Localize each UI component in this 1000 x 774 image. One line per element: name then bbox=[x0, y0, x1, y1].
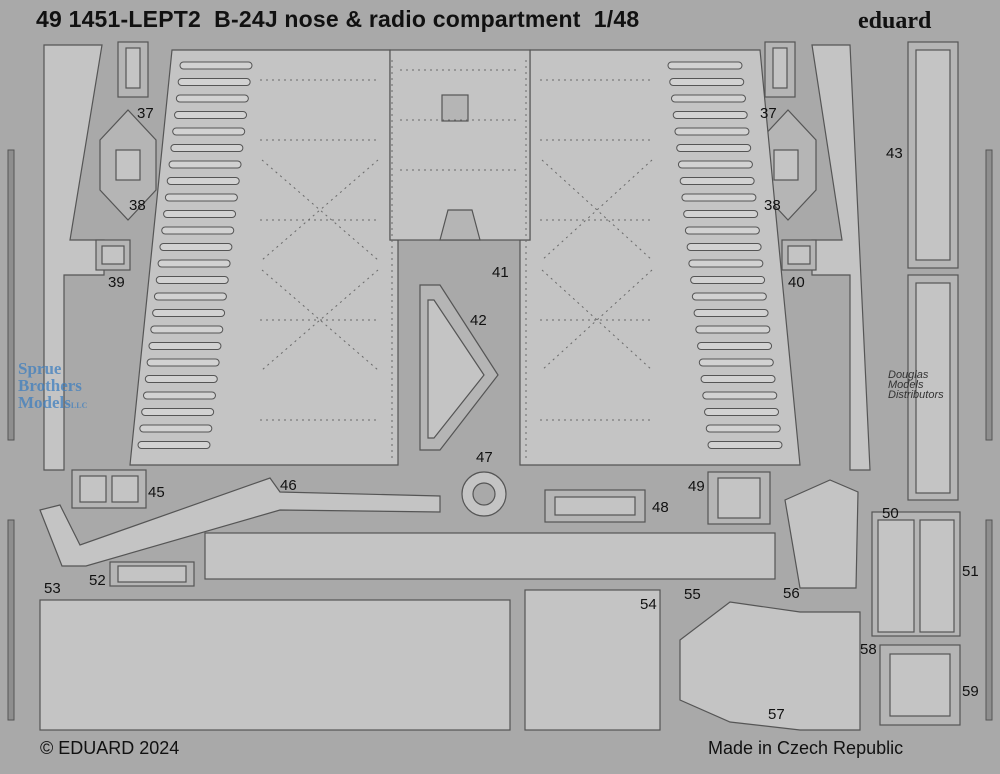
rib-slot bbox=[697, 342, 773, 350]
watermark-left: Sprue Brothers ModelsLLC bbox=[18, 360, 87, 414]
watermark-right: Douglas Models Distributors bbox=[888, 369, 944, 401]
part-label: 54 bbox=[640, 596, 657, 613]
rib-slot bbox=[163, 210, 237, 218]
rib-slot bbox=[681, 193, 757, 202]
watermark-line: ModelsLLC bbox=[18, 393, 88, 412]
watermark-line: Models bbox=[888, 379, 924, 391]
product-scale: 1/48 bbox=[593, 6, 640, 32]
rib-slot bbox=[174, 111, 248, 119]
rib-slot bbox=[704, 408, 780, 416]
rib-slot bbox=[667, 61, 743, 70]
frame-rails bbox=[7, 149, 993, 721]
rib-slot bbox=[175, 94, 249, 103]
copyright-text: © EDUARD 2024 bbox=[40, 738, 180, 758]
watermark-line: Douglas bbox=[888, 369, 929, 381]
watermark-line: Brothers bbox=[18, 376, 82, 395]
part-label: 51 bbox=[962, 563, 979, 580]
part-label: 43 bbox=[886, 145, 903, 162]
rib-slot bbox=[705, 424, 781, 433]
part-label: 52 bbox=[89, 572, 106, 589]
rib-slot bbox=[141, 408, 215, 416]
part-label: 40 bbox=[788, 274, 805, 291]
right-side-parts bbox=[759, 41, 959, 501]
rib-slot bbox=[137, 441, 211, 449]
rib-slot bbox=[690, 276, 766, 284]
rib-slot bbox=[139, 424, 213, 433]
part-label: 37 bbox=[760, 105, 777, 122]
rib-slot bbox=[172, 127, 246, 136]
part-label: 50 bbox=[882, 505, 899, 522]
rib-slot bbox=[688, 259, 764, 268]
rib-slot bbox=[679, 177, 755, 185]
part-label: 56 bbox=[783, 585, 800, 602]
part-label: 59 bbox=[962, 683, 979, 700]
rib-slot bbox=[179, 61, 253, 70]
part-label: 49 bbox=[688, 478, 705, 495]
rib-slot bbox=[161, 226, 235, 235]
brand-logo: eduard bbox=[858, 8, 932, 34]
header: 49 1451-LEPT2 B-24J nose & radio compart… bbox=[36, 6, 639, 33]
watermark-line: Distributors bbox=[888, 389, 944, 401]
part-label: 58 bbox=[860, 641, 877, 658]
rib-slot bbox=[152, 309, 226, 317]
main-panels bbox=[129, 49, 801, 466]
product-code: 49 1451-LEPT2 bbox=[36, 6, 201, 32]
part-label: 37 bbox=[137, 105, 154, 122]
rib-slot bbox=[155, 276, 229, 284]
watermark-suffix: LLC bbox=[70, 401, 88, 410]
rib-slot bbox=[148, 342, 222, 350]
product-title: B-24J nose & radio compartment bbox=[214, 6, 581, 32]
rib-slot bbox=[159, 243, 233, 251]
part-label: 46 bbox=[280, 477, 297, 494]
rib-slot bbox=[157, 259, 231, 268]
rib-slot bbox=[683, 210, 759, 218]
rib-slot bbox=[684, 226, 760, 235]
rib-slot bbox=[168, 160, 242, 169]
rib-slot bbox=[670, 94, 746, 103]
part-label: 53 bbox=[44, 580, 61, 597]
part-label: 47 bbox=[476, 449, 493, 466]
part-label: 41 bbox=[492, 264, 509, 281]
rib-slot bbox=[170, 144, 244, 152]
part-label: 39 bbox=[108, 274, 125, 291]
watermark-line: Sprue bbox=[18, 359, 62, 378]
rib-slot bbox=[669, 78, 745, 86]
left-side-parts bbox=[43, 41, 157, 471]
rib-slot bbox=[702, 391, 778, 400]
rib-slot bbox=[146, 358, 220, 367]
part-label: 38 bbox=[764, 197, 781, 214]
part-label: 42 bbox=[470, 312, 487, 329]
part-label: 38 bbox=[129, 197, 146, 214]
rib-slot bbox=[676, 144, 752, 152]
rib-slot bbox=[677, 160, 753, 169]
rib-slot bbox=[674, 127, 750, 136]
part-label: 55 bbox=[684, 586, 701, 603]
rib-slot bbox=[686, 243, 762, 251]
origin-text: Made in Czech Republic bbox=[708, 738, 904, 758]
rib-slot bbox=[695, 325, 771, 334]
rib-slot bbox=[672, 111, 748, 119]
rib-slot bbox=[164, 193, 238, 202]
rib-slot bbox=[150, 325, 224, 334]
part-label: 48 bbox=[652, 499, 669, 516]
rib-slot bbox=[693, 309, 769, 317]
rib-slot bbox=[177, 78, 251, 86]
rib-slot bbox=[153, 292, 227, 301]
part-labels: 37 37 38 38 39 40 41 42 43 45 46 47 48 4… bbox=[44, 105, 979, 723]
lower-parts bbox=[39, 469, 961, 731]
rib-slot bbox=[144, 375, 218, 383]
rib-slot bbox=[700, 375, 776, 383]
rib-slot bbox=[142, 391, 216, 400]
rib-slot bbox=[698, 358, 774, 367]
part-label: 57 bbox=[768, 706, 785, 723]
rib-slot bbox=[166, 177, 240, 185]
rib-slot bbox=[707, 441, 783, 449]
rib-slot bbox=[691, 292, 767, 301]
part-label: 45 bbox=[148, 484, 165, 501]
